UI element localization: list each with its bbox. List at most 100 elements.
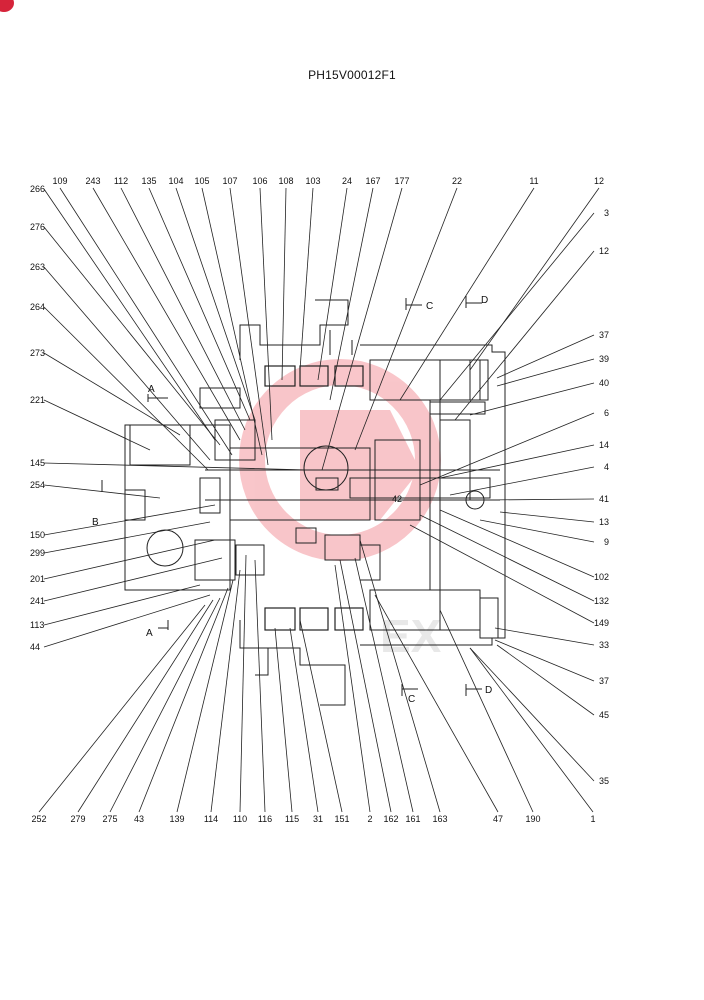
callout-bottom-279-1-leader xyxy=(77,599,214,813)
callout-right-9-leader xyxy=(479,519,595,543)
callout-top-104-leader xyxy=(175,187,256,421)
callout-top-177-leader xyxy=(321,187,403,471)
callout-bottom-162-12-leader xyxy=(339,559,392,813)
callout-right-4: 4 xyxy=(604,462,609,472)
callout-right-33-leader xyxy=(494,627,595,646)
callout-right-6: 6 xyxy=(604,408,609,418)
callout-top-109-leader xyxy=(59,187,233,456)
callout-top-112: 112 xyxy=(114,176,128,186)
callout-left-241: 241 xyxy=(30,596,45,606)
callout-bottom-275-2-leader xyxy=(109,597,221,813)
callout-bottom-275-2: 275 xyxy=(102,814,117,824)
callout-bottom-115-8-leader xyxy=(274,627,293,813)
callout-left-299: 299 xyxy=(30,548,45,558)
callout-right-35: 35 xyxy=(599,776,609,786)
callout-top-167: 167 xyxy=(365,176,380,186)
callout-top-103-leader xyxy=(299,187,314,371)
callout-bottom-190-16-leader xyxy=(439,609,534,813)
callout-right-14: 14 xyxy=(599,440,609,450)
callout-top-107: 107 xyxy=(222,176,237,186)
callout-right-14-leader xyxy=(439,444,595,479)
callout-left-254-leader xyxy=(43,484,161,499)
callout-left-263: 263 xyxy=(30,262,45,272)
callout-bottom-151-10: 151 xyxy=(334,814,349,824)
callout-right-45-leader xyxy=(496,644,595,716)
callout-bottom-114-5: 114 xyxy=(204,814,218,824)
callout-bottom-162-12: 162 xyxy=(383,814,398,824)
callout-bottom-161-13: 161 xyxy=(405,814,420,824)
callout-left-221: 221 xyxy=(30,395,45,405)
callout-left-145-leader xyxy=(43,462,311,471)
callout-top-108-leader xyxy=(281,187,287,381)
callout-left-264-leader xyxy=(43,306,209,471)
callout-bottom-161-13-leader xyxy=(354,557,414,813)
callout-bottom-47-15: 47 xyxy=(493,814,503,824)
callout-right-41-leader xyxy=(484,498,595,501)
callout-top-243-leader xyxy=(92,187,241,441)
callout-right-132: 132 xyxy=(594,596,609,606)
callout-bottom-116-7-leader xyxy=(254,559,266,813)
callout-left-201-leader xyxy=(43,539,216,580)
callout-bottom-252-0-leader xyxy=(38,604,206,813)
section-marker-c-top: C xyxy=(426,301,433,312)
callout-top-24-leader xyxy=(317,187,348,381)
section-marker-d-top: D xyxy=(481,295,488,306)
callout-right-37-leader xyxy=(496,334,595,379)
page-title: PH15V00012F1 xyxy=(308,68,396,82)
callout-bottom-116-7: 116 xyxy=(258,814,272,824)
callout-left-44: 44 xyxy=(30,642,40,652)
callout-right-37: 37 xyxy=(599,330,609,340)
callout-right-12: 12 xyxy=(599,246,609,256)
callout-right-132-leader xyxy=(419,514,595,602)
callout-right-12-leader xyxy=(454,250,595,421)
watermark-logo: EX xyxy=(239,359,442,662)
callout-right-39-leader xyxy=(496,358,595,387)
callout-right-3-leader xyxy=(439,212,595,401)
callout-right-149-leader xyxy=(409,524,595,624)
callout-bottom-47-15-leader xyxy=(374,594,499,813)
callout-right-4-leader xyxy=(449,466,595,496)
callout-left-113: 113 xyxy=(30,620,44,630)
callout-top-105-leader xyxy=(201,187,263,456)
section-marker-a-bottom: A xyxy=(146,628,153,639)
callout-bottom-2-11: 2 xyxy=(367,814,372,824)
callout-top-22-leader xyxy=(354,187,458,451)
callout-right-41: 41 xyxy=(599,494,609,504)
callout-right-33: 33 xyxy=(599,640,609,650)
callout-right-39: 39 xyxy=(599,354,609,364)
callout-left-150: 150 xyxy=(30,530,45,540)
callout-left-299-leader xyxy=(43,521,211,554)
callout-bottom-43-3-leader xyxy=(138,587,229,813)
callout-left-276-leader xyxy=(43,226,221,446)
callout-bottom-139-4: 139 xyxy=(169,814,184,824)
callout-top-243: 243 xyxy=(85,176,100,186)
callout-right-37-leader xyxy=(494,639,595,682)
callout-bottom-163-14: 163 xyxy=(432,814,447,824)
callout-right-45: 45 xyxy=(599,710,609,720)
section-marker-d-bottom: D xyxy=(485,685,492,696)
callout-top-105: 105 xyxy=(194,176,209,186)
callout-left-273: 273 xyxy=(30,348,45,358)
callout-right-6-leader xyxy=(419,412,595,486)
callout-top-24: 24 xyxy=(342,176,352,186)
callout-left-273-leader xyxy=(43,352,181,436)
callout-bottom-151-10-leader xyxy=(299,619,343,813)
callout-right-35-leader xyxy=(469,647,595,782)
callout-top-22: 22 xyxy=(452,176,462,186)
assembly-drawing xyxy=(124,299,506,706)
callout-top-12-leader xyxy=(469,187,600,371)
callout-left-150-leader xyxy=(43,504,216,536)
callout-top-106: 106 xyxy=(252,176,267,186)
callout-right-9: 9 xyxy=(604,537,609,547)
callout-bottom-2-11-leader xyxy=(334,564,371,813)
callout-bottom-31-9: 31 xyxy=(313,814,323,824)
callout-right-40-leader xyxy=(469,382,595,416)
callout-right-40: 40 xyxy=(599,378,609,388)
inner-part-label: 42 xyxy=(392,494,402,504)
callout-bottom-163-14-leader xyxy=(359,539,441,813)
callout-right-3: 3 xyxy=(604,208,609,218)
section-marker-a-top: A xyxy=(148,384,155,395)
callout-bottom-252-0: 252 xyxy=(31,814,46,824)
callout-top-107-leader xyxy=(229,187,269,466)
